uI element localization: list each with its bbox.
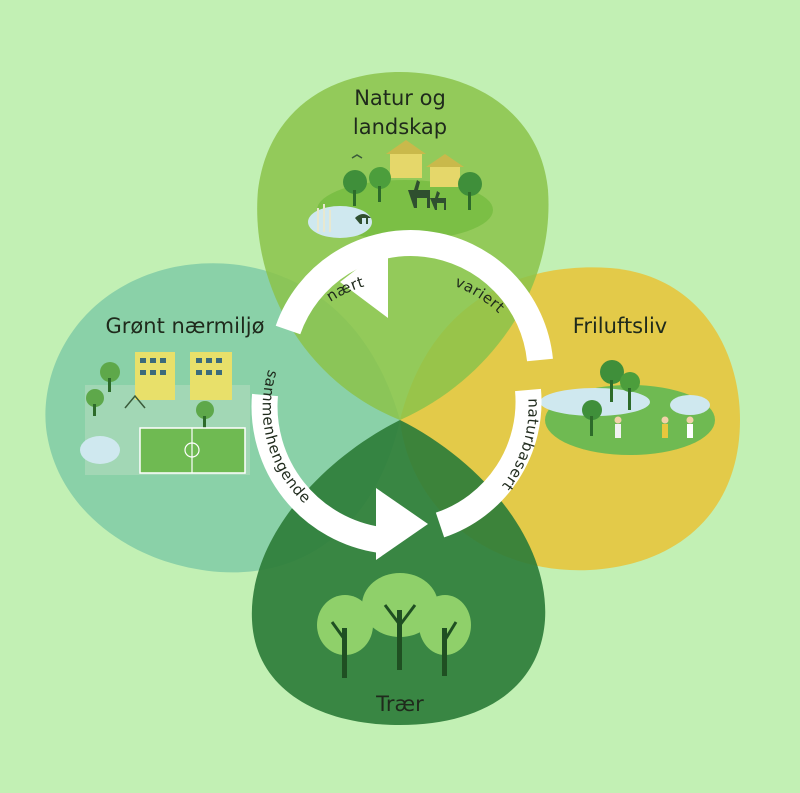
cycle-arrowhead-bottom bbox=[376, 488, 428, 560]
apartments-playground-icon bbox=[80, 352, 250, 475]
lake-people-outdoor-icon bbox=[540, 360, 715, 455]
houses-deer-landscape-icon bbox=[308, 140, 493, 240]
label-gront-naermiljo: Grønt nærmiljø bbox=[105, 314, 265, 338]
label-natur-og-landskap-line1: Natur og bbox=[354, 86, 446, 110]
cycle-ring-arc-lower bbox=[251, 393, 383, 553]
label-natur-og-landskap-line2: landskap bbox=[352, 115, 448, 139]
label-friluftsliv: Friluftsliv bbox=[572, 314, 668, 338]
label-natur-og-landskap: Natur og landskap bbox=[330, 84, 470, 142]
cycle-arrow bbox=[251, 230, 553, 560]
three-trees-icon bbox=[317, 573, 471, 678]
cycle-ring-arc-upper bbox=[275, 230, 553, 362]
label-traer: Trær bbox=[376, 692, 424, 716]
cycle-arrowhead-top bbox=[340, 245, 388, 318]
cycle-ring-arc-right bbox=[435, 388, 542, 538]
